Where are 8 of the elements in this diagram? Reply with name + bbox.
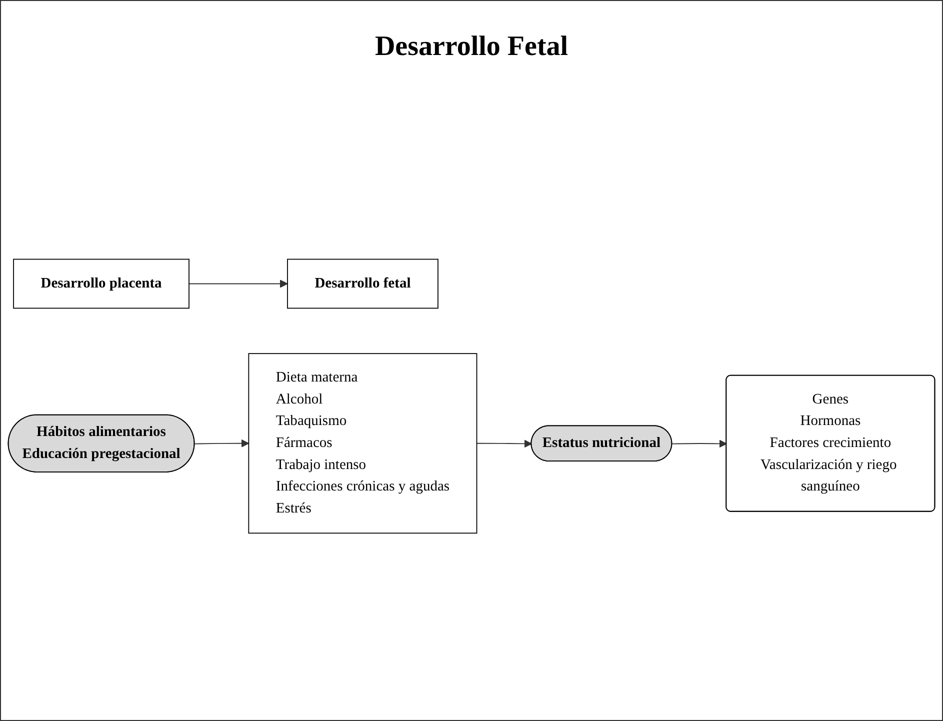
node-box: Dieta materna Alcohol Tabaquismo Fármacos Trabajo intenso Infecciones crónicas y agudas Estrés — [248, 353, 478, 534]
arrow — [476, 440, 532, 448]
arrow — [194, 440, 250, 448]
diagram-title: Desarrollo Fetal — [374, 31, 568, 63]
arrow — [672, 440, 727, 448]
node-box: Desarrollo placenta — [13, 259, 190, 309]
arrow — [188, 280, 288, 288]
node-box: Desarrollo fetal — [287, 259, 438, 309]
